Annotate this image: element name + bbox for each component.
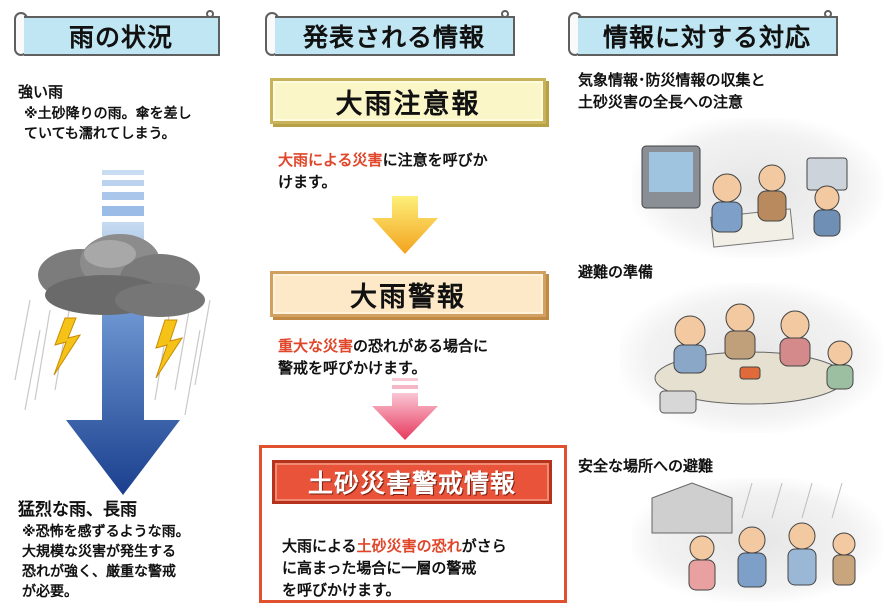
response-2-line-1: 避難の準備 <box>578 263 654 281</box>
sediment-highlight: 土砂災害の恐れ <box>356 537 462 555</box>
info-gathering-illustration <box>632 118 882 258</box>
advisory-box: 大雨注意報 <box>270 78 546 124</box>
intense-rain-note-1: ※恐怖を感ずるような雨。 <box>22 524 190 540</box>
advisory-highlight: 大雨による災害 <box>278 151 383 169</box>
header-issued-info: 発表される情報 <box>265 10 515 56</box>
advisory-desc-line-2: けます。 <box>278 173 337 191</box>
warning-highlight: 重大な災害 <box>278 337 354 355</box>
warning-desc-line-1: 重大な災害の恐れがある場合に <box>278 337 489 355</box>
header-issued-info-label: 発表される情報 <box>275 16 515 56</box>
warning-box: 大雨警報 <box>270 271 546 317</box>
storm-cloud-icon <box>38 234 205 317</box>
arrow-down-icon-2 <box>372 378 438 440</box>
strong-rain-note-1: ※土砂降りの雨。傘を差し <box>24 106 192 122</box>
warning-desc-line-2: 警戒を呼びかけます。 <box>278 359 427 377</box>
response-3-line-1: 安全な場所への避難 <box>578 457 714 475</box>
header-rain-status-label: 雨の状況 <box>24 16 220 56</box>
evacuation-prep-illustration <box>620 283 882 433</box>
intense-rain-note-4: が必要。 <box>22 584 78 600</box>
rain-intensity-arrow <box>14 170 211 495</box>
strong-rain-note-2: ていても濡れてしまう。 <box>24 126 176 142</box>
response-1-line-2: 土砂災害の全長への注意 <box>578 93 744 111</box>
header-response: 情報に対する対応 <box>568 10 838 56</box>
sediment-desc-line-2: に高まった場合に一層の警戒 <box>282 559 477 577</box>
intense-rain-title: 猛烈な雨、長雨 <box>18 500 137 520</box>
evacuation-illustration <box>632 478 882 602</box>
response-1-line-1: 気象情報･防災情報の収集と <box>578 71 766 89</box>
sediment-desc-line-3: を呼びかけます。 <box>282 581 401 599</box>
lightning-icon <box>53 317 184 379</box>
arrow-body <box>66 222 180 495</box>
intense-rain-note-2: 大規模な災害が発生する <box>22 544 176 560</box>
intense-rain-note-3: 恐れが強く、厳重な警戒 <box>22 564 176 580</box>
header-response-label: 情報に対する対応 <box>578 16 838 56</box>
sediment-desc-line-1: 大雨による土砂災害の恐れがさら <box>282 537 507 555</box>
header-rain-status: 雨の状況 <box>14 10 220 56</box>
arrow-down-icon-1 <box>372 196 438 254</box>
sediment-alert-box: 土砂災害警戒情報 <box>272 460 552 504</box>
strong-rain-title: 強い雨 <box>18 83 64 101</box>
advisory-desc-line-1: 大雨による災害に注意を呼びか <box>278 151 488 169</box>
